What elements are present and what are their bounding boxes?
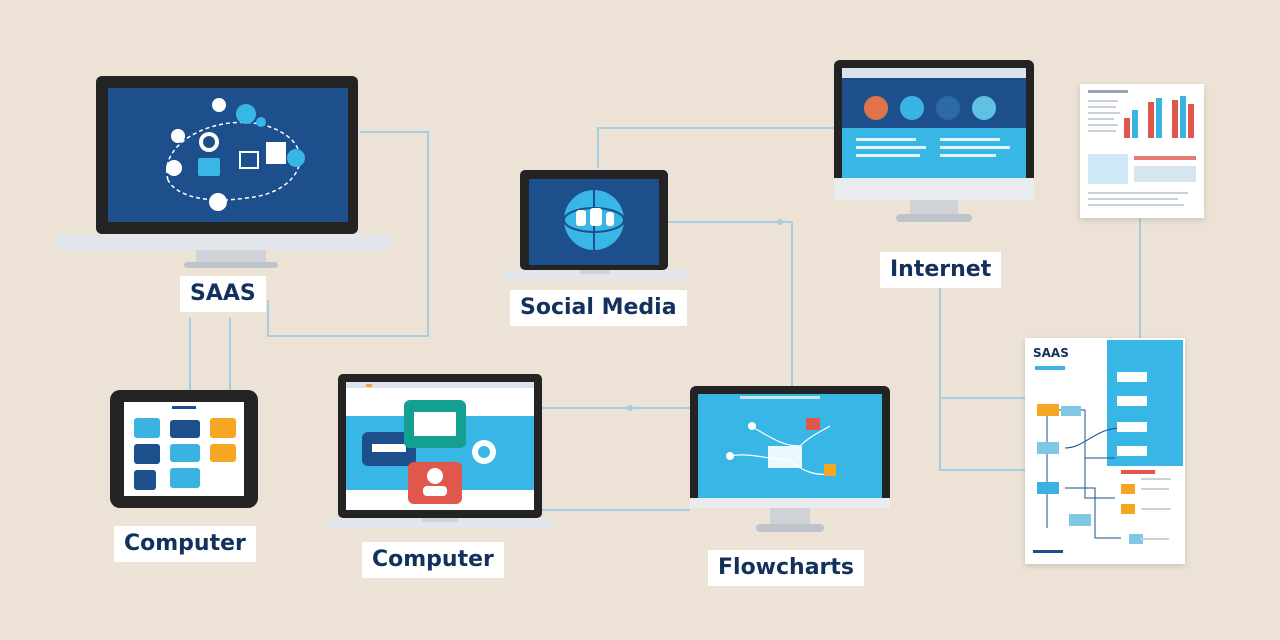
flowchart-doc-title: SAAS xyxy=(1033,346,1069,360)
flowchart-document: SAAS xyxy=(1025,338,1185,564)
report-document xyxy=(1080,84,1204,218)
connector-social-flowcharts xyxy=(668,221,793,386)
computer-laptop xyxy=(326,374,554,528)
flowcharts-monitor xyxy=(690,386,890,532)
label-social-media: Social Media xyxy=(510,290,687,326)
connector-social-internet xyxy=(597,127,835,168)
label-flowcharts: Flowcharts xyxy=(708,550,865,586)
label-saas: SAAS xyxy=(180,276,266,312)
globe-icon xyxy=(563,190,625,250)
flowchart-graphic xyxy=(1033,340,1183,553)
connector-saas-right xyxy=(267,131,429,337)
connector-internet-down xyxy=(939,282,1025,471)
saas-monitor xyxy=(56,76,390,268)
computer-tablet xyxy=(110,390,258,508)
cloud-network-graphic xyxy=(166,98,305,211)
app-icon-grid xyxy=(134,418,236,490)
bar-chart-icon xyxy=(1124,96,1194,138)
label-computer-laptop: Computer xyxy=(362,542,504,578)
internet-monitor xyxy=(834,60,1034,222)
label-computer-tablet: Computer xyxy=(114,526,256,562)
social-media-laptop xyxy=(502,170,688,280)
label-internet: Internet xyxy=(880,252,1002,288)
